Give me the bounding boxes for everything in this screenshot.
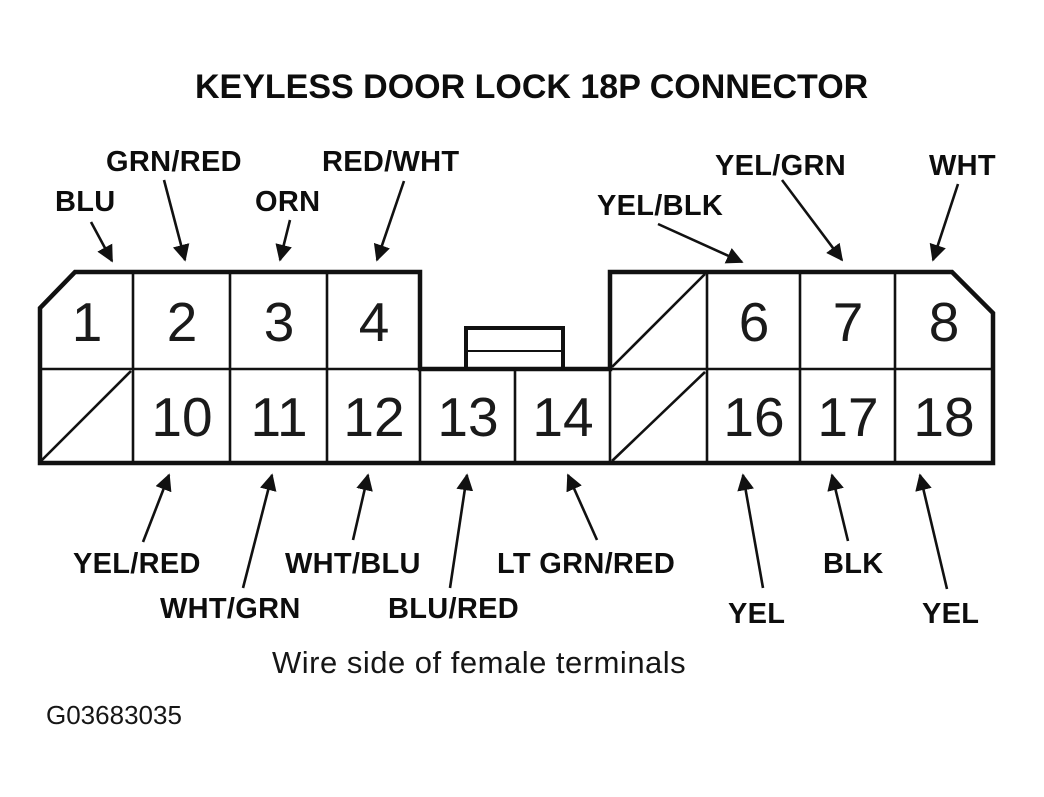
wire-label-bottom-blured: BLU/RED (388, 593, 519, 625)
arrow-grnred-pin2 (162, 179, 190, 262)
pin-cell-6: 6 (738, 291, 770, 353)
figure-id: G03683035 (46, 700, 182, 730)
blocked-cell-diagonal-top-middle (611, 273, 706, 368)
pin-cell-11: 11 (250, 386, 308, 448)
wire-label-bottom-whtgrn: WHT/GRN (160, 593, 301, 625)
arrow-yel-pin16 (737, 473, 765, 589)
grid-lines (40, 272, 993, 463)
blocked-cell-diagonals (40, 273, 706, 462)
wire-label-top-blu: BLU (55, 186, 116, 218)
wire-label-bottom-yel16: YEL (728, 598, 786, 630)
latch-tab (464, 326, 565, 369)
wire-label-top-yelgrn: YEL/GRN (715, 150, 846, 182)
pin-cell-4: 4 (358, 291, 390, 353)
pin-cell-3: 3 (263, 291, 295, 353)
wire-label-bottom-blk: BLK (823, 548, 884, 580)
pin-cell-16: 16 (723, 386, 785, 448)
blocked-cell-diagonal-bottom-left (40, 370, 132, 462)
bottom-wire-arrows (141, 473, 949, 590)
pin-cell-14: 14 (532, 386, 594, 448)
wire-label-top-wht: WHT (929, 150, 996, 182)
pin-cell-8: 8 (928, 291, 960, 353)
arrow-yel-pin18 (915, 473, 949, 590)
pin-cell-10: 10 (151, 386, 213, 448)
pin-cell-1: 1 (71, 291, 103, 353)
arrow-wht-pin8 (929, 183, 960, 262)
wire-label-top-grnred: GRN/RED (106, 146, 242, 178)
caption: Wire side of female terminals (272, 645, 687, 680)
arrow-whtgrn-pin11 (241, 473, 277, 589)
arrow-whtblu-pin12 (351, 473, 373, 541)
arrow-blu-pin1 (89, 221, 114, 263)
wire-label-top-orn: ORN (255, 186, 321, 218)
pin-cell-17: 17 (817, 386, 879, 448)
wire-label-bottom-whtblu: WHT/BLU (285, 548, 421, 580)
arrow-orn-pin3 (275, 219, 292, 262)
arrow-yelblk-pin6 (657, 222, 744, 264)
pin-cell-18: 18 (913, 386, 975, 448)
wire-label-bottom-ltgrnred: LT GRN/RED (497, 548, 676, 580)
top-wire-arrows (89, 179, 960, 264)
connector-outline (37, 269, 996, 466)
figure-title: KEYLESS DOOR LOCK 18P CONNECTOR (195, 68, 869, 106)
wire-label-bottom-yelred: YEL/RED (73, 548, 201, 580)
arrow-blured-pin13 (448, 473, 474, 589)
pin-cell-7: 7 (832, 291, 864, 353)
wire-label-bottom-yel18: YEL (922, 598, 980, 630)
arrow-redwht-pin4 (373, 180, 406, 262)
pin-cell-12: 12 (343, 386, 405, 448)
arrow-ltgrnred-pin14 (566, 473, 599, 541)
pin-cell-13: 13 (437, 386, 499, 448)
blocked-cell-diagonal-bottom-middle (611, 371, 706, 462)
wire-label-top-yelblk: YEL/BLK (597, 190, 724, 222)
wire-label-top-redwht: RED/WHT (322, 146, 460, 178)
arrow-yelred-pin10 (141, 473, 172, 543)
arrow-yelgrn-pin7 (780, 179, 844, 262)
pin-cell-2: 2 (166, 291, 198, 353)
arrow-blk-pin17 (827, 473, 850, 542)
